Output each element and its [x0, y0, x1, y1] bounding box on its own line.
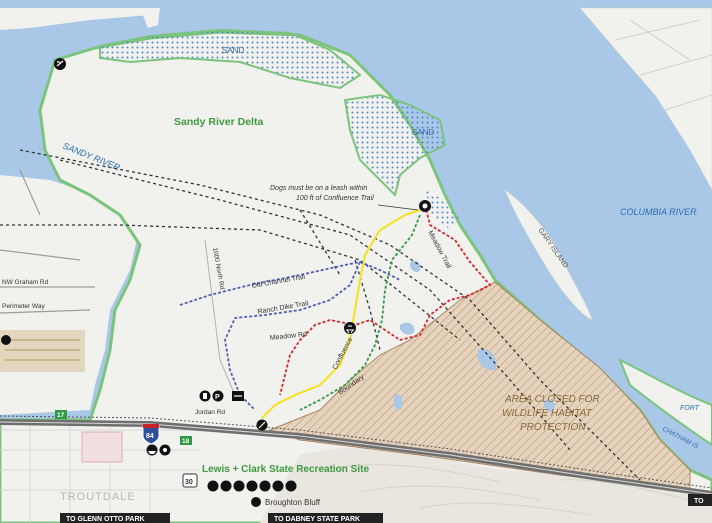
gary-island — [504, 189, 593, 321]
lake-5 — [543, 399, 555, 412]
restroom-icon — [199, 390, 211, 402]
picnic-icon — [344, 322, 356, 334]
leash-note-line1: Dogs must be on a leash within — [270, 185, 367, 192]
southern-hills — [260, 447, 712, 523]
closed-area-label-1: AREA CLOSED FOR — [504, 394, 600, 405]
trailhead-icon — [54, 58, 66, 70]
graham-rd-label: NW Graham Rd — [2, 279, 49, 286]
meadow-trail-red — [279, 204, 492, 396]
broughton-bluff-label: Broughton Bluff — [265, 498, 321, 507]
dabney-bar — [268, 513, 383, 523]
leash-leader-line — [377, 204, 419, 211]
glenn-otto-label: TO GLENN OTTO PARK — [66, 516, 145, 523]
far-shore — [579, 7, 712, 191]
sand-area-east — [343, 93, 447, 197]
exit-17-number: 17 — [57, 412, 65, 419]
lewis-clark-label: Lewis + Clark State Recreation Site — [202, 464, 369, 475]
columbia-river-label: COLUMBIA RIVER — [620, 207, 697, 217]
troutdale-label: TROUTDALE — [60, 491, 136, 503]
exit-17-sign: 17 — [55, 410, 67, 419]
closed-area-label-2: WILDLIFE HABITAT — [502, 408, 593, 419]
boundary-trail-green — [299, 214, 421, 411]
info-icon — [232, 391, 244, 401]
town-block — [81, 431, 123, 463]
meadow-rd-label: Meadow Rd — [269, 331, 307, 342]
east-dest-bar — [688, 494, 712, 506]
sand-area-confluence — [425, 190, 460, 228]
leash-note-line2: 100 ft of Confluence Trail — [296, 195, 374, 202]
lewis-clark-amenity-icons — [207, 480, 297, 492]
far-shore-roads — [614, 19, 712, 111]
west-info-icon — [1, 335, 11, 345]
closed-habitat-area — [268, 281, 691, 491]
lake-3 — [477, 349, 497, 371]
ranch-dike-trail-blue — [224, 261, 361, 411]
broughton-bluff-icon — [251, 497, 261, 507]
connector-trail-blue — [359, 261, 401, 281]
parking-icon: P — [212, 390, 224, 402]
exit-18-sign: 18 — [180, 436, 192, 445]
fort-label: FORT — [680, 405, 700, 412]
lake-4 — [393, 394, 403, 410]
route-30-shield: 30 — [182, 473, 198, 488]
sandy-river-delta-label: Sandy River Delta — [174, 116, 263, 128]
sand-label-north: SAND — [222, 46, 244, 55]
i84-shield: 84 — [142, 424, 160, 445]
exit-18-number: 18 — [182, 438, 190, 445]
route-30-number: 30 — [185, 479, 193, 486]
left-islet — [140, 8, 160, 28]
boat-launch-icon — [146, 444, 158, 456]
svg-text:P: P — [215, 394, 220, 401]
viewpoint-icon — [419, 200, 431, 212]
sand-area-north — [99, 28, 362, 90]
lake-2 — [399, 322, 415, 335]
terrain-contours — [319, 464, 691, 516]
hiking-icon — [256, 419, 268, 431]
local-roads — [0, 169, 95, 314]
jordan-rd-label: Jordan Rd — [195, 409, 225, 416]
i84-shield-number: 84 — [146, 433, 154, 440]
east-dest-label: TO — [694, 498, 704, 505]
chatham-island — [618, 357, 712, 447]
interstate-84-center — [0, 421, 712, 495]
old-channel-trail-blue — [179, 261, 361, 306]
sand-label-east: SAND — [412, 128, 434, 137]
industrial-rows — [5, 339, 80, 361]
top-left-shore — [0, 8, 160, 30]
closed-area-label-3: PROTECTION — [520, 422, 586, 433]
dabney-label: TO DABNEY STATE PARK — [274, 516, 360, 523]
dog-icon — [159, 444, 171, 456]
glenn-otto-bar — [60, 513, 170, 523]
north-rd — [204, 239, 236, 396]
perimeter-way-label: Perimeter Way — [2, 303, 45, 310]
railroad — [0, 415, 712, 489]
